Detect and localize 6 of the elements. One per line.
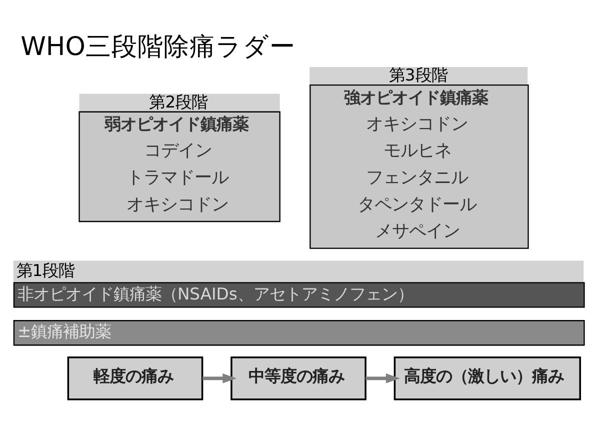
node-box: 軽度の痛み [67,356,204,400]
node-box: 高度の（激しい）痛み [394,356,581,400]
node-box: 中等度の痛み [230,356,366,400]
diagram-title: WHO三段階除痛ラダー [20,31,296,62]
arrow [366,372,400,383]
arrow [202,372,237,383]
